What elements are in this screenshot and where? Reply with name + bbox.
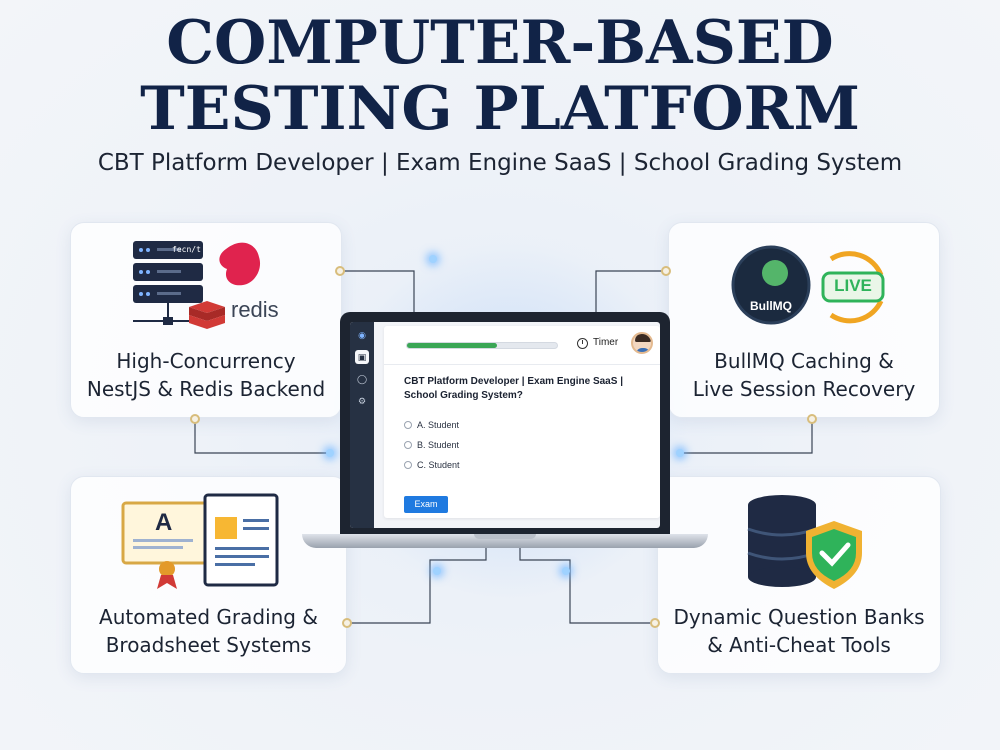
bullmq-text: BullMQ — [750, 299, 792, 313]
card-backend-label-2: NestJS & Redis Backend — [86, 377, 326, 401]
timer-icon — [577, 338, 588, 349]
card-questions-label-2: & Anti-Cheat Tools — [707, 633, 891, 657]
progress-fill — [407, 343, 497, 348]
title-line-1: COMPUTER-BASED — [166, 8, 834, 78]
card-backend: fecn/t redis High-Concurrency NestJS & R… — [70, 222, 342, 418]
connector-dot — [342, 618, 352, 628]
card-grading-label-2: Broadsheet Systems — [105, 633, 312, 657]
laptop-notch — [474, 534, 536, 539]
connector-dot — [661, 266, 671, 276]
divider — [384, 364, 660, 365]
database-shield-icon — [747, 495, 862, 589]
server-tag: fecn/t — [172, 245, 201, 254]
bullmq-live-icon — [731, 245, 885, 325]
subtitle: CBT Platform Developer | Exam Engine Saa… — [97, 150, 903, 176]
glow-spark — [326, 449, 334, 457]
glow-spark — [433, 567, 441, 575]
card-backend-label-1: High-Concurrency — [116, 349, 296, 373]
option-c[interactable]: C. Student — [404, 460, 460, 470]
exam-app: ◉ ▣ ◯ ⚙ Timer CBT Platform Developer | E… — [350, 322, 660, 528]
connector-dot — [650, 618, 660, 628]
radio-icon[interactable] — [404, 421, 412, 429]
connector-dot — [807, 414, 817, 424]
exam-nav-icon[interactable]: ▣ — [355, 350, 369, 364]
glow-spark — [676, 449, 684, 457]
glow-spark — [562, 567, 570, 575]
card-caching: BullMQ LIVE BullMQ Caching & Live Sessio… — [668, 222, 940, 418]
glow-spark — [429, 255, 437, 263]
laptop-screen: ◉ ▣ ◯ ⚙ Timer CBT Platform Developer | E… — [340, 312, 670, 534]
connector-dot — [335, 266, 345, 276]
server-redis-icon — [133, 241, 261, 329]
exam-button[interactable]: Exam — [404, 496, 448, 513]
card-grading-label-1: Automated Grading & — [99, 605, 318, 629]
laptop-base — [302, 534, 708, 548]
progress-bar — [406, 342, 558, 349]
logo-icon: ◉ — [358, 330, 366, 340]
option-a[interactable]: A. Student — [404, 420, 459, 430]
settings-nav-icon[interactable]: ⚙ — [357, 396, 367, 406]
redis-text: redis — [231, 297, 279, 322]
card-questions-label-1: Dynamic Question Banks — [673, 605, 925, 629]
avatar[interactable] — [631, 332, 653, 354]
card-caching-label-2: Live Session Recovery — [692, 377, 916, 401]
question-text: CBT Platform Developer | Exam Engine Saa… — [404, 376, 623, 401]
card-grading: A Automated Grading & Broadsheet Systems — [70, 476, 347, 674]
title-line-2: TESTING PLATFORM — [140, 74, 860, 144]
certificate-grade: A — [155, 509, 173, 536]
option-b[interactable]: B. Student — [404, 440, 459, 450]
timer-label: Timer — [593, 337, 619, 348]
radio-icon[interactable] — [404, 461, 412, 469]
live-text: LIVE — [834, 276, 872, 295]
connector-dot — [190, 414, 200, 424]
certificate-document-icon — [121, 493, 279, 589]
radio-icon[interactable] — [404, 441, 412, 449]
question-panel: Timer CBT Platform Developer | Exam Engi… — [384, 326, 660, 518]
card-caching-label-1: BullMQ Caching & — [714, 349, 894, 373]
card-questions: Dynamic Question Banks & Anti-Cheat Tool… — [657, 476, 941, 674]
results-nav-icon[interactable]: ◯ — [356, 374, 368, 384]
app-sidebar: ◉ ▣ ◯ ⚙ — [350, 322, 374, 528]
